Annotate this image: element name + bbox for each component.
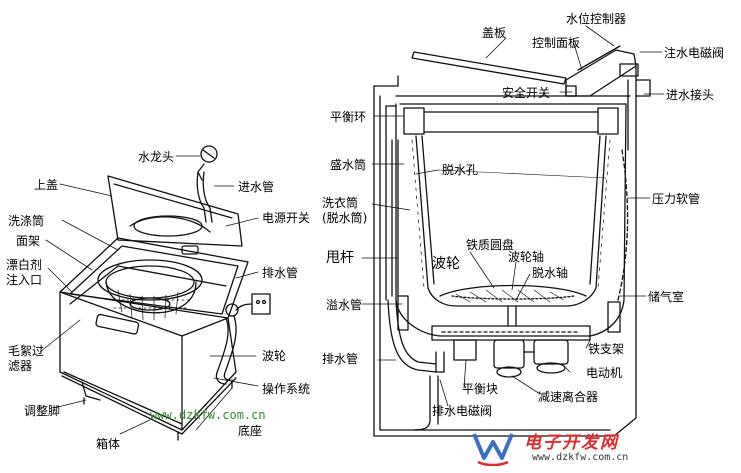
label-spin-rod: 甩杆 bbox=[326, 250, 354, 266]
label-inlet-solenoid: 注水电磁阀 bbox=[664, 46, 725, 60]
left-washer-drawing bbox=[39, 145, 271, 441]
label-drain-pipe-left: 排水管 bbox=[262, 266, 299, 280]
label-balance-block: 平衡块 bbox=[462, 382, 499, 396]
label-base: 底座 bbox=[238, 424, 263, 438]
label-cover-plate: 盖板 bbox=[482, 26, 507, 40]
label-faucet: 水龙头 bbox=[138, 150, 175, 164]
label-pulsator-right: 波轮 bbox=[432, 256, 460, 272]
label-iron-disc: 铁质圆盘 bbox=[466, 238, 515, 252]
label-drain-solenoid: 排水电磁阀 bbox=[432, 404, 493, 418]
label-overflow-pipe: 溢水管 bbox=[326, 298, 363, 312]
label-spin-holes: 脱水孔 bbox=[442, 163, 479, 177]
label-top-cover: 上盖 bbox=[34, 178, 59, 192]
label-water-tub: 盛水筒 bbox=[330, 158, 367, 172]
label-drain-pipe-right: 排水管 bbox=[322, 352, 359, 366]
label-power-switch: 电源开关 bbox=[262, 211, 311, 225]
label-water-level-controller: 水位控制器 bbox=[566, 12, 627, 26]
label-control-panel: 控制面板 bbox=[532, 36, 581, 50]
label-safety-switch: 安全开关 bbox=[502, 86, 551, 100]
label-motor: 电动机 bbox=[586, 366, 623, 380]
label-cabinet: 箱体 bbox=[96, 437, 121, 451]
label-balance-ring: 平衡环 bbox=[330, 110, 367, 124]
right-washer-drawing bbox=[361, 25, 665, 437]
brand-name: 电子开发网 bbox=[524, 433, 619, 453]
label-pulsator-left: 波轮 bbox=[262, 349, 287, 363]
label-wash-tub: 洗衣筒 (脱水筒) bbox=[322, 196, 368, 225]
label-spin-shaft: 脱水轴 bbox=[532, 266, 569, 280]
label-face-frame: 面架 bbox=[16, 234, 41, 248]
label-bleach-inlet: 漂白剂 注入口 bbox=[6, 258, 43, 287]
label-iron-bracket: 铁支架 bbox=[588, 342, 625, 356]
label-lint-filter: 毛絮过 滤器 bbox=[8, 344, 45, 373]
label-adjust-foot: 调整脚 bbox=[24, 404, 61, 418]
label-pressure-hose: 压力软管 bbox=[652, 192, 701, 206]
label-pulsator-shaft: 波轮轴 bbox=[508, 250, 545, 264]
watermark-url: www.dzkfw.com.cn bbox=[150, 408, 266, 422]
label-inlet-connector: 进水接头 bbox=[666, 88, 715, 102]
label-reduction-clutch: 减速离合器 bbox=[538, 390, 599, 404]
label-inlet-pipe: 进水管 bbox=[238, 180, 275, 194]
label-air-chamber: 储气室 bbox=[648, 290, 685, 304]
brand-url: www.dzkfw.com.cn bbox=[532, 452, 629, 463]
label-control-system: 操作系统 bbox=[262, 382, 311, 396]
brand-logo bbox=[472, 433, 514, 466]
label-wash-drum: 洗涤筒 bbox=[8, 214, 45, 228]
